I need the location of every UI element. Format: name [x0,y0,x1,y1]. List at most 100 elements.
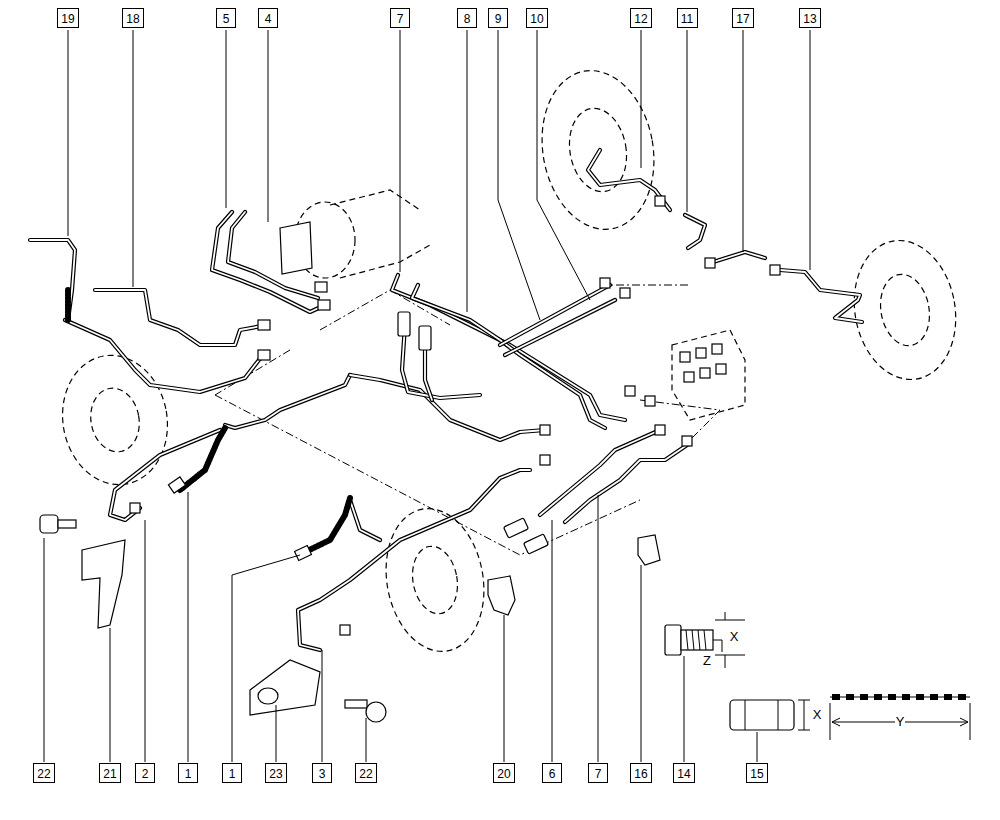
drawing-part [250,660,320,715]
drawing-part [212,212,325,312]
drawing-part [655,425,665,435]
callout-number: 22 [355,763,377,783]
callout-number: 20 [493,763,515,783]
drawing-part [345,700,367,708]
callout-text: 7 [595,767,602,781]
callout-text: 20 [497,767,510,781]
drawing-part [225,375,350,428]
drawing-part [565,443,690,522]
drawing-part [258,320,270,330]
drawing-part [684,372,694,382]
drawing-part [844,232,967,387]
drawing-part [225,375,350,428]
callout-text: 13 [803,12,816,26]
callout-text: 4 [265,12,272,26]
drawing-part [130,503,140,513]
drawing-part [730,700,794,730]
drawing-part [696,348,706,358]
drawing-part [830,697,970,740]
callout-number: 17 [732,8,754,28]
drawing-part [398,312,410,336]
drawing-part [30,240,75,320]
drawing-part [95,290,262,345]
callout-text: 21 [103,767,116,781]
drawing-part [588,150,670,210]
dimension-letter: X [729,630,740,644]
callout-number: 13 [799,8,821,28]
callout-text: 18 [126,12,139,26]
callout-text: 10 [530,12,543,26]
wheel-outline [53,62,967,660]
drawing-part [713,612,745,668]
drawing-part [588,150,670,210]
drawing-part [180,428,225,490]
callout-number: 21 [99,763,121,783]
drawing-part [258,350,270,360]
callout-number: 7 [588,763,608,783]
drawing-part [645,396,655,406]
drawing-part [875,270,935,349]
callout-number: 23 [265,763,287,783]
callout-text: 1 [229,767,236,781]
drawing-part [655,196,665,206]
pipe-fitting [130,196,780,635]
callout-text: 2 [142,767,149,781]
callout-number: 16 [630,763,652,783]
callout-number: 1 [222,763,242,783]
drawing-part [30,240,75,320]
drawing-part [212,212,325,312]
drawing-part [65,290,71,320]
drawing-part [780,270,862,322]
drawing-part [419,326,431,350]
drawing-part [228,212,318,298]
callout-number: 3 [312,763,332,783]
drawing-part [65,320,262,392]
drawing-part [710,252,765,263]
drawing-part [350,500,380,540]
drawing-part [672,330,745,420]
drawing-part [832,694,970,700]
callout-text: 7 [397,12,404,26]
abs-unit [672,330,745,420]
drawing-part [716,364,726,374]
callout-text: 22 [37,767,50,781]
drawing-part [86,384,144,455]
drawing-part [705,258,715,268]
callout-number: 11 [677,8,698,28]
callout-number: 10 [526,8,548,28]
drawing-part [540,455,550,465]
drawing-part [710,252,765,263]
leader-line [44,30,810,762]
callout-number: 8 [457,8,477,28]
drawing-part [228,212,318,298]
drawing-part [95,290,262,345]
callout-text: 5 [223,12,230,26]
callout-text: 3 [319,767,326,781]
callout-text: 19 [61,12,74,26]
drawing-part [625,386,635,396]
brake-pipe [30,150,862,650]
drawing-part [402,325,480,398]
callout-text: 9 [495,12,502,26]
drawing-part [700,368,710,378]
drawing-part [686,630,706,650]
callout-number: 4 [258,8,278,28]
callout-number: 6 [542,763,562,783]
dimension-letter: Y [895,715,906,729]
callout-text: 8 [464,12,471,26]
drawing-part [682,436,692,446]
drawing-part [58,520,76,528]
drawing-part [770,265,780,275]
drawing-part [168,477,185,493]
drawing-part [402,325,480,398]
drawing-part [540,430,660,515]
drawing-part [305,498,350,552]
drawing-part [44,492,757,762]
callout-number: 7 [390,8,410,28]
drawing-part [505,300,615,355]
drawing-part [745,700,810,730]
callout-text: 6 [549,767,556,781]
drawing-part [330,190,430,278]
